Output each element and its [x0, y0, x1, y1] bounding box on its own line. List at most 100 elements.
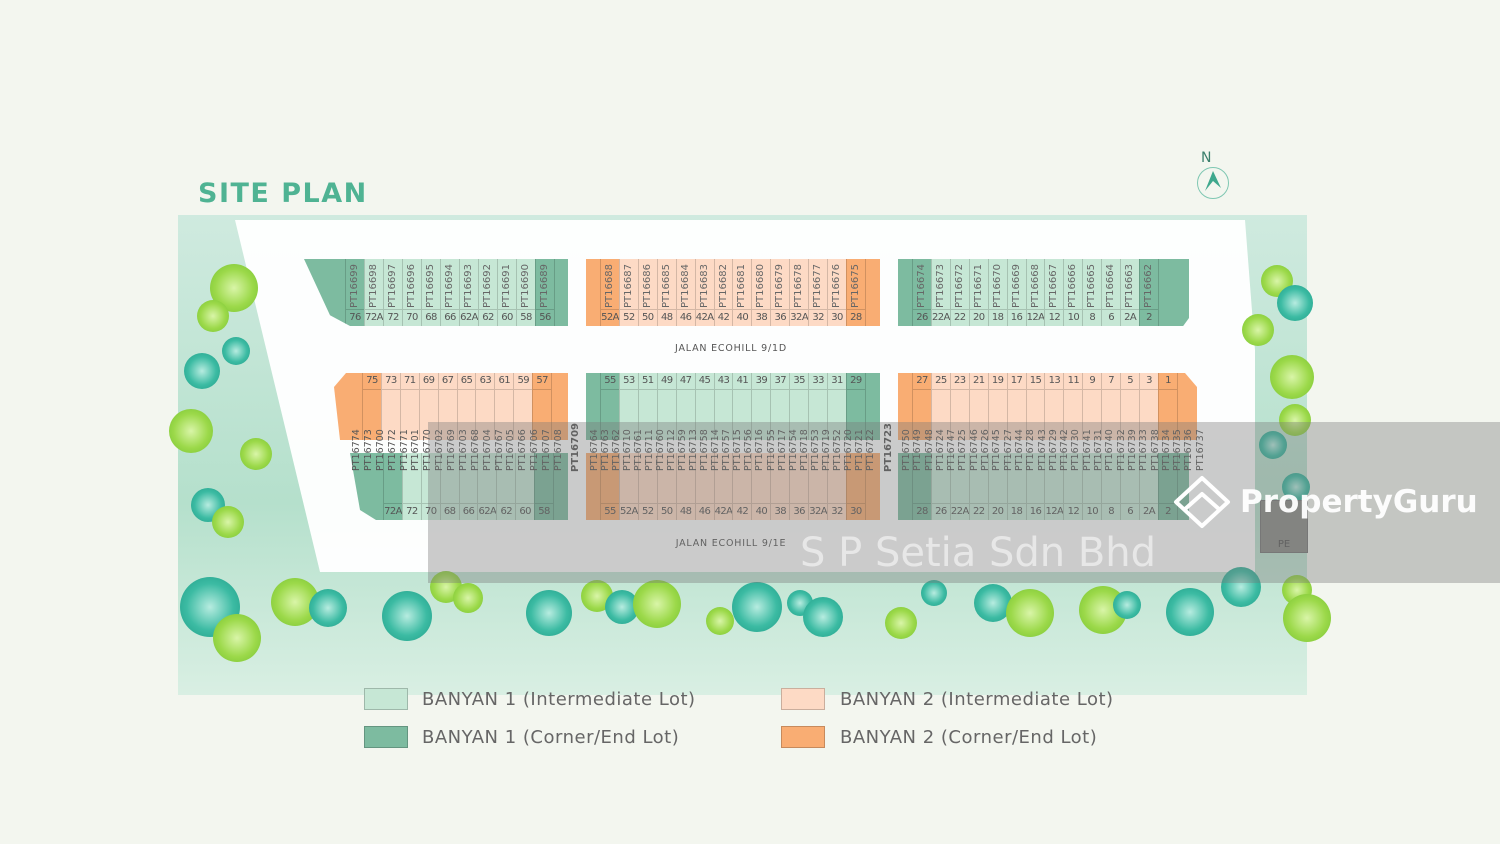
lot-pt-number: PT16676	[831, 264, 843, 308]
lot-number: 18	[988, 309, 1007, 326]
lot-number: 42A	[695, 309, 714, 326]
lot-number: 68	[440, 503, 459, 520]
tree-icon	[706, 607, 734, 635]
lot: 13	[1044, 373, 1063, 440]
lot-number: 67	[438, 373, 457, 390]
tree-icon	[1283, 594, 1331, 642]
lot-number: 55	[601, 503, 619, 520]
legend-label: BANYAN 2 (Intermediate Lot)	[840, 689, 1114, 710]
lot-pt-number: PT16772	[386, 429, 398, 471]
tree-icon	[1221, 567, 1261, 607]
tree-icon	[1270, 355, 1314, 399]
lot: 8	[1101, 453, 1121, 520]
lot-number: 42	[733, 503, 752, 520]
lot-pt-number: PT16681	[736, 264, 748, 308]
lot: 62	[496, 453, 516, 520]
lot-number: 52	[619, 309, 638, 326]
tree-icon	[197, 300, 229, 332]
lot-number: 40	[733, 309, 752, 326]
lot: 18	[1006, 453, 1026, 520]
tree-icon	[1259, 431, 1287, 459]
lot-pt-number: PT16700	[374, 429, 386, 471]
lot-number: 22	[950, 309, 969, 326]
lot-number: 53	[619, 373, 638, 390]
lot-pt-number: PT16696	[406, 264, 417, 308]
lot-number: 26	[913, 309, 931, 326]
lot-pt-number: PT16677	[812, 264, 824, 308]
lot-number: 22	[969, 503, 988, 520]
lot: 51	[637, 373, 657, 440]
lot-number: 49	[657, 373, 676, 390]
lot: 35	[789, 373, 809, 440]
lot-number: 45	[695, 373, 714, 390]
lot-number: 42A	[714, 503, 733, 520]
lot-number: 25	[932, 373, 950, 390]
lot-number: 72A	[384, 503, 402, 520]
lot: 28	[912, 453, 931, 520]
lot: 11	[1063, 373, 1082, 440]
lot-pt-number: PT16665	[1086, 264, 1098, 308]
lot: 55	[600, 453, 619, 520]
lot: 30	[845, 453, 866, 520]
lot-number: 50	[638, 309, 657, 326]
lot-pt-number: PT16686	[641, 264, 653, 308]
lot-number: 9	[1083, 373, 1101, 390]
lot: 26	[930, 453, 950, 520]
lot-number: 73	[381, 373, 400, 390]
lot-pt-number: PT16690	[520, 264, 531, 308]
lot-number: 10	[1064, 309, 1083, 326]
tree-icon	[1277, 285, 1313, 321]
lot: 61	[494, 373, 514, 440]
lot-number: 20	[969, 309, 988, 326]
tree-icon	[213, 614, 261, 662]
tree-icon	[222, 337, 250, 365]
lot-number: 66	[441, 309, 459, 326]
lot-number: 15	[1027, 373, 1045, 390]
tree-icon	[1006, 589, 1054, 637]
lot: 71	[399, 373, 419, 440]
lot-number: 10	[1083, 503, 1102, 520]
tree-icon	[732, 582, 782, 632]
lot-number: 38	[752, 309, 771, 326]
legend-swatch-banyan2-corner	[781, 726, 825, 748]
lot: 53	[618, 373, 638, 440]
legend-swatch-banyan2-intermediate	[781, 688, 825, 710]
lot: 45	[694, 373, 714, 440]
lot-pt-number: PT16688	[604, 264, 615, 308]
lot-number: 58	[535, 503, 554, 520]
lot-number: 50	[657, 503, 676, 520]
lot-pt-number: PT16675	[849, 264, 861, 308]
lot-number: 12A	[1045, 503, 1064, 520]
lot-pt-number: PT16683	[698, 264, 710, 308]
lot-number: 72	[402, 503, 421, 520]
lot-number: 2	[1158, 503, 1177, 520]
lot-number: 20	[988, 503, 1007, 520]
lot: 60	[515, 453, 535, 520]
lot: 52A	[618, 453, 638, 520]
lot-number: 26	[931, 503, 950, 520]
lot: 29	[845, 373, 866, 440]
road-label-upper: JALAN ECOHILL 9/1D	[675, 343, 787, 354]
lot-number: 39	[752, 373, 771, 390]
lot: 67	[437, 373, 457, 440]
lot: 50	[656, 453, 676, 520]
tree-icon	[633, 580, 681, 628]
lot: 63	[475, 373, 495, 440]
lot-number: 19	[989, 373, 1007, 390]
tree-icon	[1282, 473, 1310, 501]
lot-pt-number: PT16701	[410, 429, 422, 471]
lot-number: 47	[676, 373, 695, 390]
lot-number: 36	[771, 309, 790, 326]
